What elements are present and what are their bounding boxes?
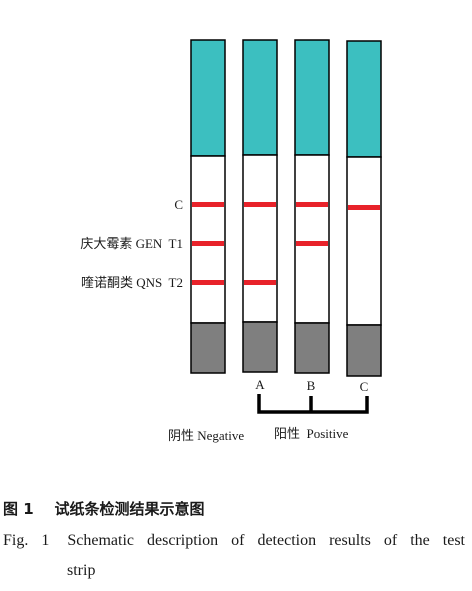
control-line [192,202,224,207]
sample-pad [190,322,226,374]
sample-pad [294,322,330,374]
sample-pad [346,324,382,377]
sample-pad [242,321,278,373]
membrane [294,154,330,324]
control-line [348,205,380,210]
strip-negative [190,39,226,374]
control-line [244,202,276,207]
membrane [190,155,226,324]
absorbent-pad [190,39,226,157]
test-line-t1 [296,241,328,246]
test-line-t1 [192,241,224,246]
positive-group-label: 阳性 Positive [274,426,349,441]
membrane [346,156,382,326]
strip-b [294,39,330,374]
strip-letter-b: B [307,378,316,393]
control-line [296,202,328,207]
test-line-t2 [192,280,224,285]
caption-line-2: strip [67,562,96,579]
label-test-line-t2: 喹诺酮类 QNS T2 [81,275,183,290]
membrane [242,154,278,323]
caption-line-1: Schematic description of detection resul… [67,532,465,549]
label-test-line-t1: 庆大霉素 GEN T1 [80,236,183,251]
strip-a [242,39,278,373]
negative-group-label: 阴性 Negative [168,428,244,443]
strip-c [346,40,382,377]
strip-letter-c: C [360,379,369,394]
absorbent-pad [346,40,382,158]
absorbent-pad [242,39,278,156]
test-strip-diagram: C 庆大霉素 GEN T1 喹诺酮类 QNS T2 A B C 阴性 Negat… [80,39,382,443]
caption-figure-number: Fig. 1 [3,532,50,549]
positive-group-bracket [257,394,369,414]
strip-letter-a: A [255,377,265,392]
label-control-line: C [174,197,183,212]
test-line-t2 [244,280,276,285]
absorbent-pad [294,39,330,156]
caption-chinese: 图 1 试纸条检测结果示意图 [3,500,205,518]
caption-english: Fig. 1 Schematic description of detection… [3,526,465,586]
